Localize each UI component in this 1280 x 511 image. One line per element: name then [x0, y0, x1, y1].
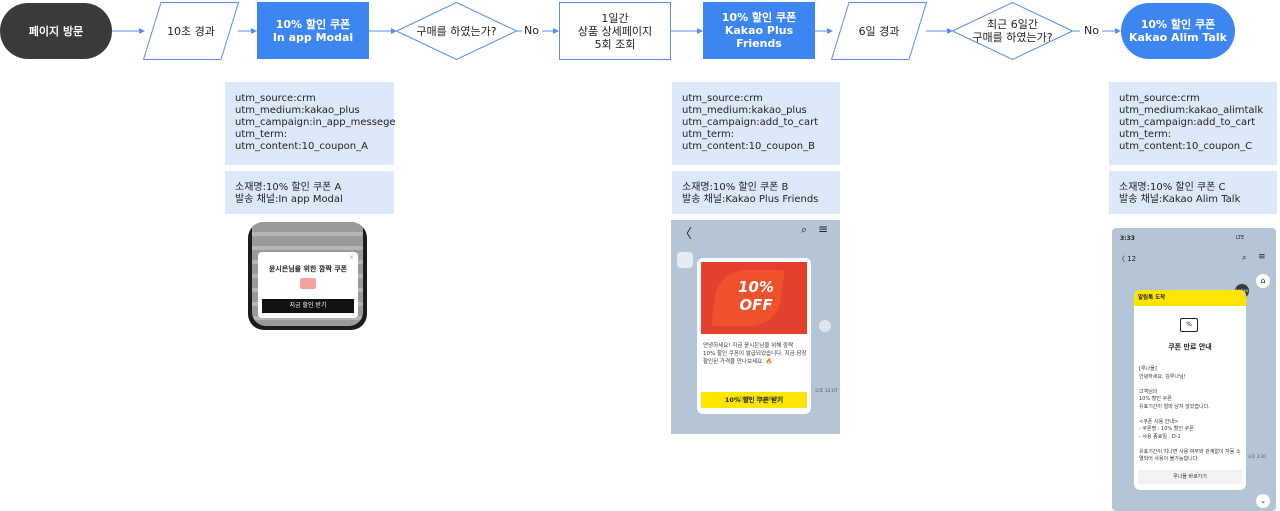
share-icon[interactable] [819, 320, 831, 332]
utm-line: utm_medium:kakao_plus [235, 105, 360, 116]
back-icon[interactable]: 〈 [679, 227, 693, 242]
creative-box-c: 소재명:10% 할인 쿠폰 C 발송 채널:Kakao Alim Talk [1109, 171, 1277, 214]
view-node: 1일간 상품 상세페이지 5회 조회 [559, 2, 671, 60]
flowchart: 페이지 방문 10초 경과 10% 할인 쿠폰 In app Modal 구매를… [0, 0, 1280, 70]
coupon-a-label: 10% 할인 쿠폰 In app Modal [272, 17, 354, 44]
utm-line: utm_medium:kakao_plus [682, 105, 807, 116]
utm-line: utm_campaign:add_to_cart [1119, 117, 1256, 128]
parallelogram-shape [831, 2, 927, 60]
utm-line: utm_term: [1119, 129, 1172, 140]
coupon-a-node: 10% 할인 쿠폰 In app Modal [257, 2, 369, 59]
home-icon[interactable]: ⌂ [1256, 274, 1270, 288]
creative-line: 소재명:10% 할인 쿠폰 A [235, 182, 342, 193]
utm-line: utm_term: [235, 129, 288, 140]
close-icon[interactable]: × [348, 254, 354, 261]
card-body: [루나몰] 안녕하세요, 김루나님! 고객님의 10% 할인 쿠폰 유효기간이 … [1139, 366, 1241, 462]
decision-label-1: 구매를 하였는가? [416, 24, 497, 38]
alimtalk-header: 알림톡 도착 [1134, 290, 1246, 306]
no-label-1: No [524, 24, 539, 37]
creative-line: 소재명:10% 할인 쿠폰 B [682, 182, 789, 193]
offer-text: 10% OFF [738, 278, 774, 314]
get-coupon-button[interactable]: 10% 할인 쿠폰 받기 [701, 392, 807, 408]
decision-node-1: 구매를 하였는가? [396, 2, 517, 60]
offer-banner: 10% OFF [697, 258, 811, 338]
utm-line: utm_content:10_coupon_B [682, 141, 815, 152]
parallelogram-shape [143, 2, 239, 60]
message-text: 안녕하세요! 지금 윤시은님을 위해 깜짝 10% 할인 쿠폰이 발급되었습니다… [703, 343, 807, 365]
search-icon[interactable]: ⌕ [1242, 253, 1247, 262]
offer-background: 10% OFF [701, 262, 807, 334]
wait-label-1: 10초 경과 [167, 24, 215, 38]
utm-line: utm_content:10_coupon_C [1119, 141, 1253, 152]
coupon-modal: × 윤시은님을 위한 깜짝 쿠폰 지금 할인 받기 [258, 252, 358, 318]
get-discount-button[interactable]: 지금 할인 받기 [262, 299, 354, 313]
coupon-icon [300, 278, 316, 289]
modal-title: 윤시은님을 위한 깜짝 쿠폰 [268, 265, 348, 273]
start-label: 페이지 방문 [28, 24, 84, 38]
view-label: 1일간 상품 상세페이지 5회 조회 [577, 11, 653, 51]
utm-line: utm_campaign:add_to_cart [682, 117, 819, 128]
back-icon[interactable]: 〈 12 [1118, 255, 1137, 263]
phone-screen: × 윤시은님을 위한 깜짝 쿠폰 지금 할인 받기 [252, 222, 363, 326]
coupon-b-label: 10% 할인 쿠폰 Kakao Plus Friends [721, 11, 797, 50]
menu-icon[interactable]: ≡ [1258, 252, 1266, 262]
status-time: 3:33 [1120, 235, 1135, 242]
creative-box-b: 소재명:10% 할인 쿠폰 B 발송 채널:Kakao Plus Friends [672, 171, 840, 214]
creative-line: 발송 채널:In app Modal [235, 194, 343, 205]
utm-line: utm_content:10_coupon_A [235, 141, 368, 152]
phone-mockup-a: × 윤시은님을 위한 깜짝 쿠폰 지금 할인 받기 [248, 222, 367, 330]
avatar [677, 252, 693, 268]
go-to-mall-button[interactable]: 루나몰 바로가기 [1138, 470, 1242, 484]
chat-topbar: 〈 ⌕ ≡ [671, 220, 840, 242]
utm-box-b: utm_source:crm utm_medium:kakao_plus utm… [672, 82, 840, 165]
creative-line: 발송 채널:Kakao Plus Friends [682, 194, 819, 205]
flow-connectors [110, 28, 1121, 34]
utm-box-a: utm_source:crm utm_medium:kakao_plus utm… [225, 82, 396, 165]
message-time: 오후 12:07 [815, 389, 838, 394]
creative-line: 발송 채널:Kakao Alim Talk [1119, 194, 1241, 205]
utm-line: utm_medium:kakao_alimtalk [1119, 105, 1264, 116]
start-node: 페이지 방문 [0, 3, 112, 59]
utm-line: utm_source:crm [235, 93, 316, 104]
status-network: LTE [1236, 235, 1245, 241]
chevron-down-icon[interactable]: ⌄ [1256, 494, 1270, 508]
utm-line: utm_term: [682, 129, 735, 140]
utm-line: utm_campaign:in_app_messege [235, 117, 396, 128]
kakao-chat-b: 〈 ⌕ ≡ 10% OFF 안녕하세요! 지금 윤시은님을 위해 깜짝 10% … [671, 220, 840, 434]
kakao-chat-c: 3:33 LTE 〈 12 ⌕ ≡ ⌂ kakao 알림톡 도착 % 쿠폰 만료… [1112, 228, 1276, 511]
search-icon[interactable]: ⌕ [801, 223, 808, 236]
unsubscribe-text: 수신거부 | 홈 > 채널차단 [735, 397, 784, 402]
wait-node-2: 6일 경과 [831, 2, 927, 60]
creative-line: 소재명:10% 할인 쿠폰 C [1119, 182, 1226, 193]
utm-line: utm_source:crm [682, 93, 763, 104]
menu-icon[interactable]: ≡ [818, 222, 829, 236]
utm-line: utm_source:crm [1119, 93, 1200, 104]
diamond-shape [952, 2, 1073, 60]
message-time: 오후 3:30 [1248, 454, 1266, 459]
decision-node-2: 최근 6일간 구매를 하였는가? [952, 2, 1073, 60]
alimtalk-card: 알림톡 도착 % 쿠폰 만료 안내 [루나몰] 안녕하세요, 김루나님! 고객님… [1134, 290, 1246, 490]
coupon-c-node: 10% 할인 쿠폰 Kakao Alim Talk [1121, 3, 1235, 59]
no-label-2: No [1084, 24, 1099, 37]
decision-label-2: 최근 6일간 구매를 하였는가? [972, 18, 1053, 44]
card-title: 쿠폰 만료 안내 [1168, 343, 1212, 351]
creative-box-a: 소재명:10% 할인 쿠폰 A 발송 채널:In app Modal [225, 171, 394, 214]
coupon-b-node: 10% 할인 쿠폰 Kakao Plus Friends [703, 2, 815, 59]
wait-label-2: 6일 경과 [858, 24, 900, 38]
coupon-c-label: 10% 할인 쿠폰 Kakao Alim Talk [1128, 18, 1227, 44]
diamond-shape [396, 2, 517, 60]
utm-box-c: utm_source:crm utm_medium:kakao_alimtalk… [1109, 82, 1277, 165]
wait-node-1: 10초 경과 [143, 2, 239, 60]
message-card: 10% OFF 안녕하세요! 지금 윤시은님을 위해 깜짝 10% 할인 쿠폰이… [697, 258, 811, 414]
ticket-icon: % [1180, 318, 1198, 332]
